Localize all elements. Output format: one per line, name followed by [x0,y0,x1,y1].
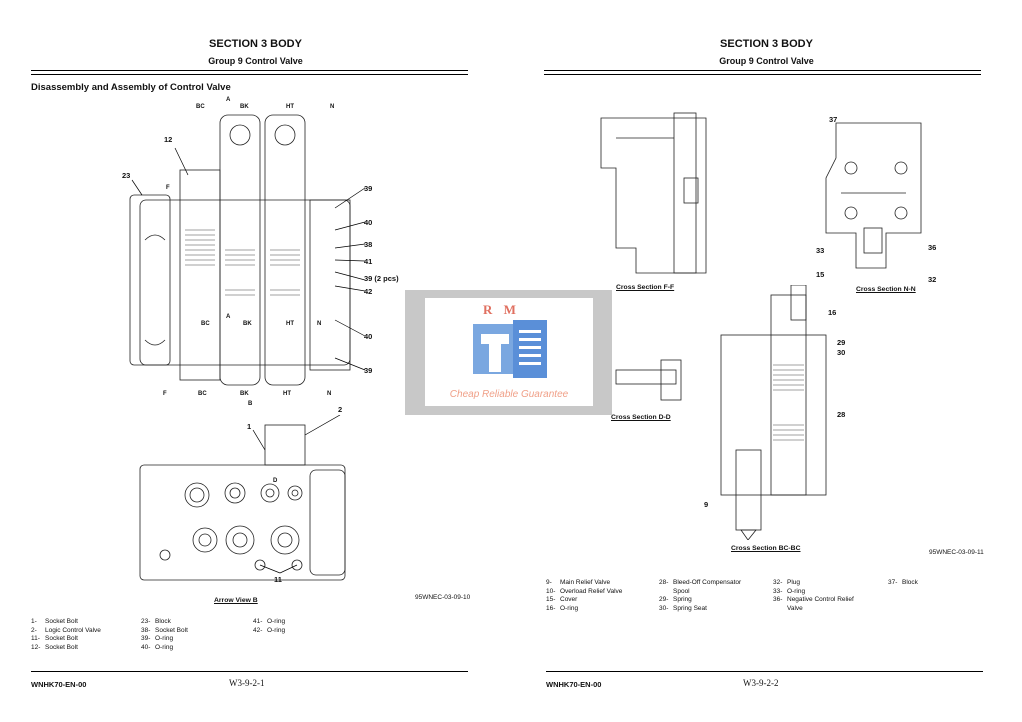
legend-column: 23-Block 38-Socket Bolt 39-O-ring 40-O-r… [141,618,188,651]
legend-column: 41-O-ring 42-O-ring [253,618,286,634]
port-label: BC [201,321,210,327]
legend-column: 9-Main Relief Valve 10-Overload Relief V… [546,579,623,612]
port-label: N [327,391,332,397]
page-number: W3-9-2-1 [229,678,265,688]
callout-number: 28 [837,410,846,419]
footer-rule [31,671,468,672]
group-title: Group 9 Control Valve [208,56,303,66]
section-title: SECTION 3 BODY [720,38,813,50]
cross-section-nn-figure [825,122,922,269]
port-label: BK [240,104,249,110]
callout-number: 36 [928,243,937,252]
page-number: W3-9-2-2 [743,678,779,688]
callout-number: 41 [364,257,373,266]
port-label: F [166,185,170,191]
port-label: B [248,401,253,407]
footer-rule [546,671,983,672]
figure-caption: Arrow View B [214,597,258,604]
left-page: SECTION 3 BODY Group 9 Control Valve Dis… [31,38,471,689]
callout-number: 39 (2 pcs) [364,274,399,283]
port-label: F [163,391,167,397]
figure-reference: 95WNEC-03-09-11 [929,549,984,556]
port-label: BK [240,391,249,397]
callout-number: 33 [816,246,825,255]
legend-column: 32-Plug 33-O-ring 36-Negative Control Re… [773,579,854,612]
port-label: HT [286,104,294,110]
callout-number: 30 [837,348,846,357]
watermark: R M Cheap Reliable Guarantee [405,290,612,415]
port-label: A [226,314,231,320]
callout-number: 12 [164,135,173,144]
page-heading: Disassembly and Assembly of Control Valv… [31,82,231,93]
cross-section-bcbc-figure [720,285,827,540]
callout-number: 15 [816,270,825,279]
header-rule [31,70,468,75]
group-title: Group 9 Control Valve [719,56,814,66]
port-label: BC [196,104,205,110]
callout-number: 40 [364,218,373,227]
figure-reference: 95WNEC-03-09-10 [415,594,471,601]
port-label: BC [198,391,207,397]
figure-caption: Cross Section F-F [616,284,675,291]
callout-number: 9 [704,500,709,509]
callout-number: 38 [364,240,373,249]
port-label: HT [286,321,294,327]
callout-number: 39 [364,184,373,193]
legend-column: 1-Socket Bolt 2-Logic Control Valve 11-S… [31,618,101,651]
callout-number: 11 [274,575,282,584]
arrow-view-b-figure [139,415,346,581]
watermark-logo-text: R M [483,302,520,317]
callout-number: 37 [829,115,838,124]
port-label: N [317,321,322,327]
callout-number: 42 [364,287,373,296]
section-title: SECTION 3 BODY [209,38,302,50]
control-valve-figure [129,114,366,386]
figure-caption: Cross Section N-N [856,286,916,293]
footer-code: WNHK70-EN-00 [546,680,602,689]
port-label: BK [243,321,252,327]
footer-code: WNHK70-EN-00 [31,680,87,689]
figure-caption: Cross Section D-D [611,414,671,421]
cross-section-dd-figure [615,359,682,401]
port-label: HT [283,391,291,397]
port-label: D [273,478,278,484]
callout-number: 23 [122,171,131,180]
callout-number: 16 [828,308,837,317]
callout-number: 2 [338,405,343,414]
callout-number: 29 [837,338,846,347]
callout-number: 40 [364,332,373,341]
port-label: A [226,97,231,103]
right-page: SECTION 3 BODY Group 9 Control Valve Cro… [511,0,1022,722]
legend-column: 37-Block [888,579,918,586]
watermark-panel: R M Cheap Reliable Guarantee [425,298,593,406]
legend-column: 28-Bleed-Off Compensator Spool 29-Spring… [659,579,742,612]
callout-number: 1 [247,422,252,431]
callout-number: 32 [928,275,937,284]
port-label: N [330,104,335,110]
watermark-tagline: Cheap Reliable Guarantee [449,389,569,400]
cross-section-ff-figure [600,112,707,274]
figure-caption: Cross Section BC-BC [731,545,801,552]
header-rule [544,70,981,75]
document-logo-icon [473,320,547,378]
callout-number: 39 [364,366,373,375]
